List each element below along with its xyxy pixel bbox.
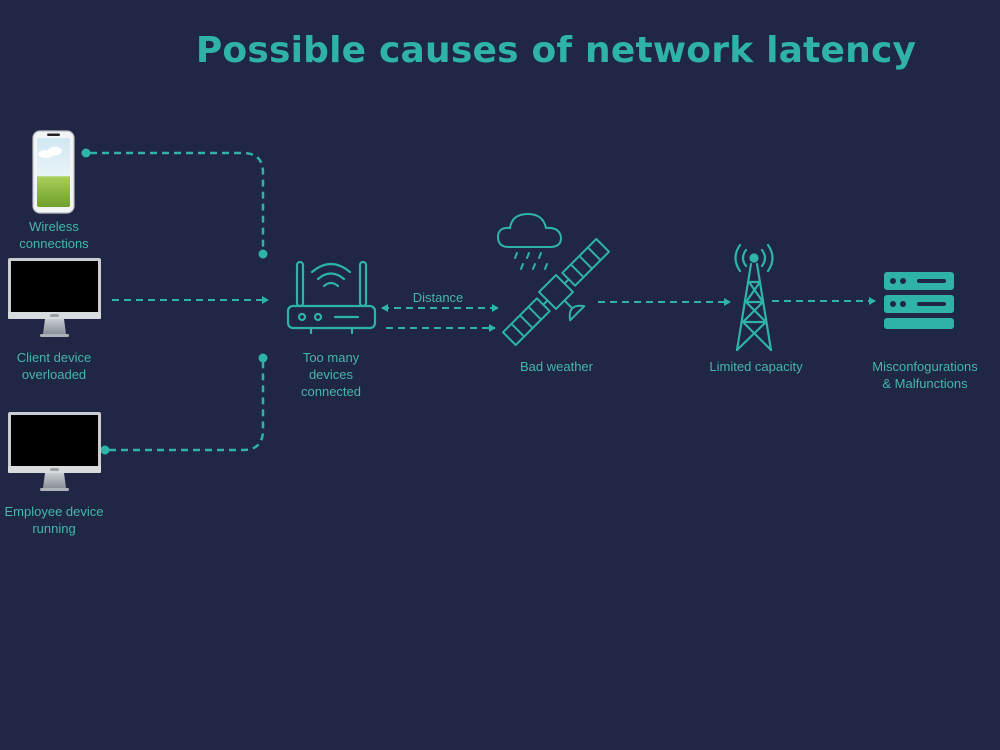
wireless-to-router-connector <box>81 148 268 259</box>
wifi-router-icon <box>286 260 377 335</box>
cell-tower-icon <box>734 243 774 352</box>
misconfigurations-label: Misconfogurations & Malfunctions <box>872 359 978 391</box>
server-rack-icon <box>884 272 954 329</box>
distance-label: Distance <box>412 290 464 305</box>
page-title: Possible causes of network latency <box>195 30 917 71</box>
rain-cloud-icon <box>496 212 563 270</box>
wireless-connections-label: Wireless connections <box>19 219 89 251</box>
smartphone-icon <box>32 130 75 214</box>
desktop-monitor-icon <box>8 412 101 491</box>
client-device-label: Client device overloaded <box>16 350 92 382</box>
router-satellite-distance-connector <box>381 304 499 332</box>
employee-device-label: Employee device running <box>4 504 104 536</box>
satellite-icon <box>501 237 611 347</box>
desktop-monitor-icon <box>8 258 101 337</box>
bad-weather-label: Bad weather <box>520 359 593 374</box>
employee-to-router-connector <box>100 353 268 455</box>
limited-capacity-label: Limited capacity <box>709 359 803 374</box>
too-many-devices-label: Too many devices connected <box>301 350 361 399</box>
